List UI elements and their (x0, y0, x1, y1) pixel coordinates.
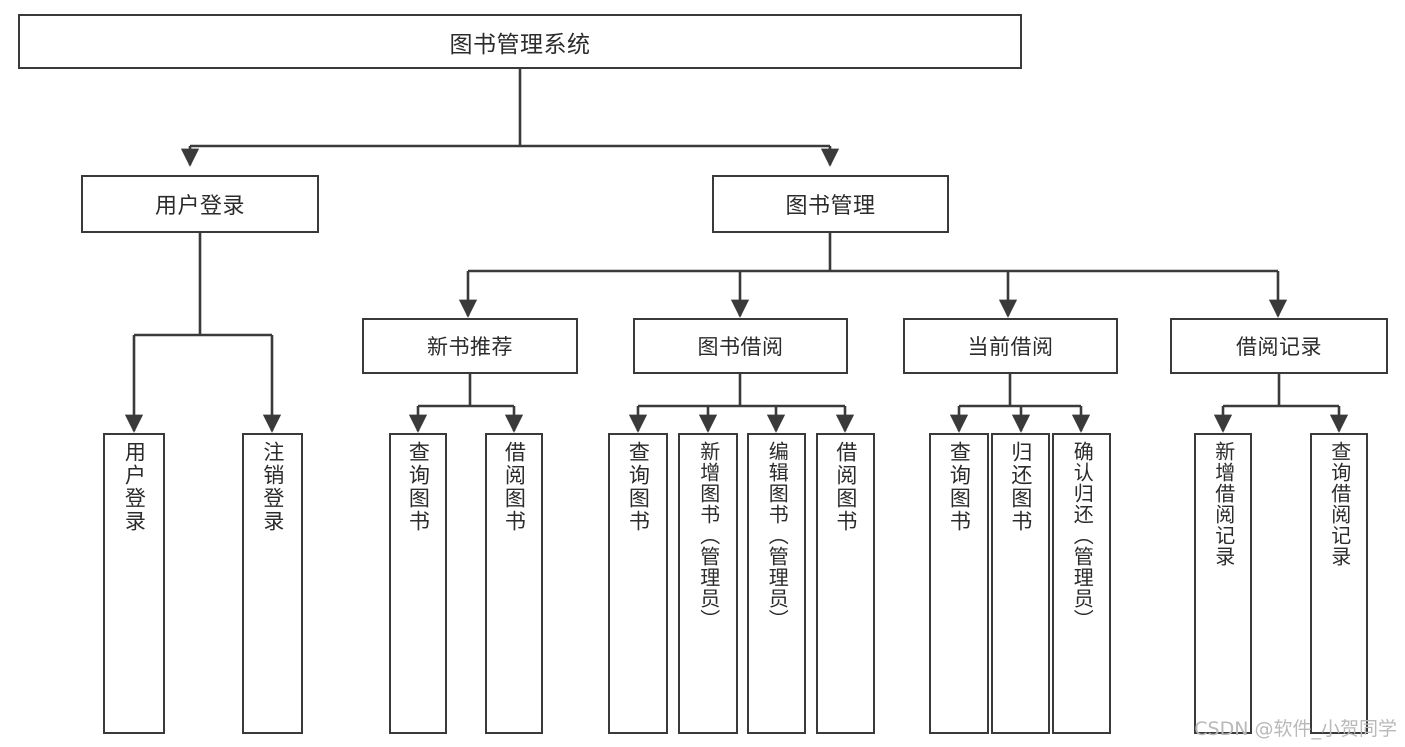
node-label: 借阅图书 (502, 441, 527, 533)
leaf-book-borrow-query-books[interactable]: 查询图书 (608, 433, 668, 734)
node-label: 查询图书 (947, 441, 972, 533)
leaf-new-book-borrow-books[interactable]: 借阅图书 (485, 433, 543, 734)
node-label: 图书管理 (785, 194, 876, 219)
leaf-current-borrow-query-books[interactable]: 查询图书 (929, 433, 989, 734)
leaf-new-book-query-books[interactable]: 查询图书 (389, 433, 447, 734)
node-label: 确认归还（管理员） (1070, 441, 1095, 630)
leaf-user-login-login[interactable]: 用户登录 (103, 433, 165, 734)
node-label: 图书借阅 (697, 335, 784, 359)
node-label: 归还图书 (1008, 441, 1033, 533)
node-label: 查询借阅记录 (1327, 441, 1352, 567)
leaf-current-borrow-return-books[interactable]: 归还图书 (991, 433, 1050, 734)
node-book-borrowing[interactable]: 图书借阅 (633, 318, 848, 374)
node-root-book-management-system[interactable]: 图书管理系统 (18, 14, 1022, 69)
node-borrowing-records[interactable]: 借阅记录 (1170, 318, 1388, 374)
node-label: 用户登录 (154, 194, 245, 219)
node-new-book-recommendation[interactable]: 新书推荐 (362, 318, 578, 374)
node-label: 用户登录 (122, 441, 147, 533)
leaf-book-borrow-edit-book-admin[interactable]: 编辑图书（管理员） (747, 433, 806, 734)
csdn-watermark: CSDN @软件_小贺同学 (1194, 718, 1397, 740)
node-label: 编辑图书（管理员） (765, 441, 790, 630)
node-label: 注销登录 (260, 441, 285, 533)
node-label: 借阅记录 (1236, 335, 1322, 359)
leaf-current-borrow-confirm-return-admin[interactable]: 确认归还（管理员） (1052, 433, 1111, 734)
node-label: 新书推荐 (427, 335, 513, 359)
node-label: 查询图书 (626, 441, 651, 533)
leaf-book-borrow-add-book-admin[interactable]: 新增图书（管理员） (678, 433, 738, 734)
node-label: 查询图书 (406, 441, 431, 533)
node-label: 新增借阅记录 (1211, 441, 1236, 567)
node-label: 借阅图书 (833, 441, 858, 533)
leaf-book-borrow-borrow-books[interactable]: 借阅图书 (816, 433, 875, 734)
node-user-login[interactable]: 用户登录 (81, 175, 319, 233)
leaf-borrow-record-add-record[interactable]: 新增借阅记录 (1194, 433, 1252, 734)
leaf-borrow-record-query-record[interactable]: 查询借阅记录 (1310, 433, 1368, 734)
leaf-user-login-logout[interactable]: 注销登录 (242, 433, 303, 734)
node-label: 当前借阅 (967, 335, 1054, 359)
node-label: 图书管理系统 (449, 31, 591, 58)
node-current-borrowing[interactable]: 当前借阅 (903, 318, 1118, 374)
node-label: 新增图书（管理员） (696, 441, 721, 630)
node-book-management[interactable]: 图书管理 (712, 175, 949, 233)
